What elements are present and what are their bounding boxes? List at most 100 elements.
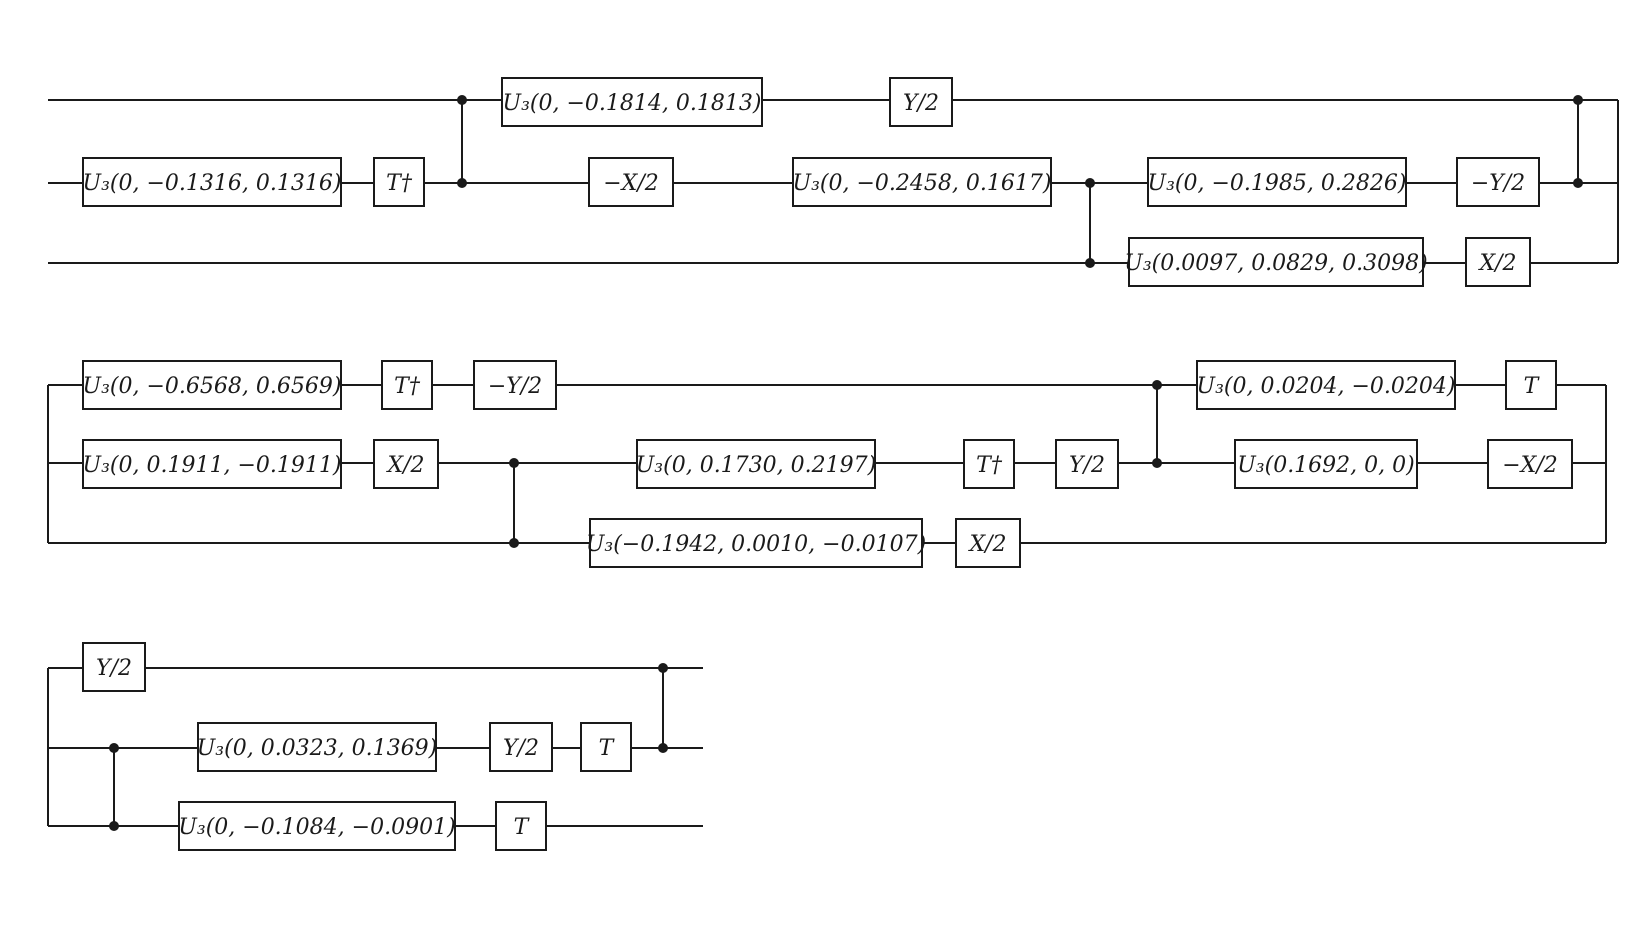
gate-label: U₃(0, 0.1911, −0.1911): [83, 453, 342, 478]
gate-box: [1505, 360, 1557, 410]
gate-label: T†: [976, 453, 1003, 478]
gate-box: [1196, 360, 1456, 410]
gate-r2-y1: −Y/2: [473, 360, 557, 410]
gate-r3-u1: U₃(0, 0.0323, 0.1369): [197, 722, 437, 772]
gate-label: Y/2: [1069, 453, 1105, 478]
gate-label: Y/2: [96, 656, 132, 681]
gate-label: −X/2: [1502, 453, 1558, 478]
gate-box: [1465, 237, 1531, 287]
gate-r3-t1: T: [580, 722, 632, 772]
gate-box: [473, 360, 557, 410]
gate-label: Y/2: [903, 91, 939, 116]
control-dot: [509, 538, 519, 548]
gate-box: [82, 642, 146, 692]
gate-r2-u5: U₃(0.1692, 0, 0): [1234, 439, 1418, 489]
gate-r3-u2: U₃(0, −0.1084, −0.0901): [178, 801, 456, 851]
control-dot: [658, 663, 668, 673]
gate-label: U₃(0, 0.0204, −0.0204): [1197, 374, 1456, 399]
gate-label: T†: [386, 171, 413, 196]
controlled-gates: [47, 95, 1619, 831]
control-dot: [1085, 178, 1095, 188]
gate-label: −Y/2: [488, 374, 542, 399]
gate-boxes: U₃(0, −0.1814, 0.1813)Y/2U₃(0, −0.1316, …: [82, 77, 1573, 851]
gate-label: T: [599, 736, 616, 761]
control-dot: [1152, 458, 1162, 468]
gate-r1-u4: U₃(0, −0.1985, 0.2826): [1147, 157, 1407, 207]
gate-label: U₃(0, −0.1316, 0.1316): [83, 171, 342, 196]
gate-label: T: [1524, 374, 1541, 399]
gate-box: [1147, 157, 1407, 207]
gate-box: [197, 722, 437, 772]
gate-box: [1234, 439, 1418, 489]
gate-r1-u2: U₃(0, −0.1316, 0.1316): [82, 157, 342, 207]
gate-r2-u3: U₃(0, 0.1911, −0.1911): [82, 439, 342, 489]
gate-r2-u2: U₃(0, 0.0204, −0.0204): [1196, 360, 1456, 410]
gate-label: U₃(0.0097, 0.0829, 0.3098): [1124, 251, 1427, 276]
gate-box: [489, 722, 553, 772]
gate-box: [381, 360, 433, 410]
gate-r3-y2: Y/2: [489, 722, 553, 772]
control-dot: [457, 95, 467, 105]
gate-label: −Y/2: [1471, 171, 1525, 196]
gate-label: X/2: [1477, 251, 1516, 276]
gate-box: [955, 518, 1021, 568]
gate-box: [1055, 439, 1119, 489]
gate-box: [1128, 237, 1424, 287]
control-dot: [457, 178, 467, 188]
control-dot: [1573, 95, 1583, 105]
gate-label: U₃(0, −0.1814, 0.1813): [503, 91, 762, 116]
control-dot: [1085, 258, 1095, 268]
gate-box: [501, 77, 763, 127]
gate-label: U₃(0, −0.2458, 0.1617): [793, 171, 1052, 196]
control-dot: [109, 821, 119, 831]
gate-label: X/2: [967, 532, 1006, 557]
control-dot: [109, 743, 119, 753]
gate-box: [589, 518, 923, 568]
gate-r2-u1: U₃(0, −0.6568, 0.6569): [82, 360, 342, 410]
gate-box: [82, 360, 342, 410]
control-dot: [509, 458, 519, 468]
gate-r2-t1: T†: [381, 360, 433, 410]
control-dot: [1573, 178, 1583, 188]
gate-box: [1487, 439, 1573, 489]
gate-box: [636, 439, 876, 489]
gate-r1-y2: −Y/2: [1456, 157, 1540, 207]
gate-r2-y2: Y/2: [1055, 439, 1119, 489]
gate-box: [82, 439, 342, 489]
gate-box: [82, 157, 342, 207]
gate-label: X/2: [385, 453, 424, 478]
gate-r3-t2: T: [495, 801, 547, 851]
gate-r3-y1: Y/2: [82, 642, 146, 692]
gate-label: −X/2: [603, 171, 659, 196]
gate-r1-x1: −X/2: [588, 157, 674, 207]
gate-box: [963, 439, 1015, 489]
gate-r1-u1: U₃(0, −0.1814, 0.1813): [501, 77, 763, 127]
gate-label: U₃(0, −0.6568, 0.6569): [83, 374, 342, 399]
gate-label: U₃(0, −0.1985, 0.2826): [1148, 171, 1407, 196]
gate-r1-t1: T†: [373, 157, 425, 207]
control-dot: [658, 743, 668, 753]
gate-label: U₃(0, 0.0323, 0.1369): [197, 736, 437, 761]
gate-label: U₃(−0.1942, 0.0010, −0.0107): [586, 532, 926, 557]
gate-r2-x3: X/2: [955, 518, 1021, 568]
gate-label: U₃(0, 0.1730, 0.2197): [636, 453, 876, 478]
gate-box: [588, 157, 674, 207]
gate-r1-y1: Y/2: [889, 77, 953, 127]
gate-r1-x2: X/2: [1465, 237, 1531, 287]
gate-label: U₃(0, −0.1084, −0.0901): [178, 815, 455, 840]
gate-box: [1456, 157, 1540, 207]
gate-r2-x2: −X/2: [1487, 439, 1573, 489]
gate-r2-u4: U₃(0, 0.1730, 0.2197): [636, 439, 876, 489]
gate-r2-u6: U₃(−0.1942, 0.0010, −0.0107): [586, 518, 926, 568]
gate-label: T†: [394, 374, 421, 399]
gate-box: [373, 439, 439, 489]
gate-box: [373, 157, 425, 207]
gate-label: U₃(0.1692, 0, 0): [1237, 453, 1414, 478]
gate-box: [792, 157, 1052, 207]
gate-box: [178, 801, 456, 851]
gate-r2-t2: T: [1505, 360, 1557, 410]
gate-label: Y/2: [503, 736, 539, 761]
gate-r2-t3: T†: [963, 439, 1015, 489]
gate-box: [889, 77, 953, 127]
